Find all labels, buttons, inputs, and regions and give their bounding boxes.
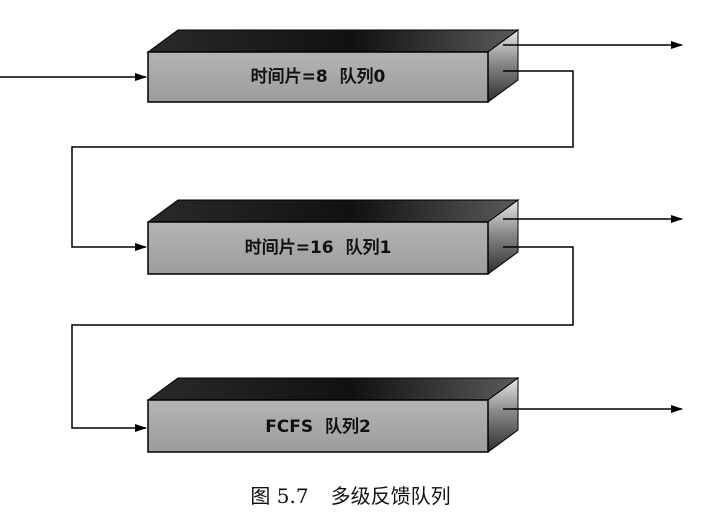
figure-caption: 图 5.7 多级反馈队列 bbox=[0, 480, 701, 509]
figure-title: 多级反馈队列 bbox=[330, 484, 451, 508]
queue-1-box: 时间片=16 队列1 bbox=[146, 199, 520, 275]
queue-2-label: FCFS 队列2 bbox=[265, 416, 371, 437]
figure-number: 图 5.7 bbox=[250, 484, 309, 508]
queue-0-box-front bbox=[147, 51, 489, 103]
queue-2-box-front bbox=[147, 399, 489, 453]
queue-2-box-top bbox=[146, 377, 520, 401]
queue-0-box: 时间片=8 队列0 bbox=[146, 29, 520, 103]
queue-1-box-front bbox=[147, 221, 489, 275]
queue-0-box-top bbox=[146, 29, 520, 53]
feedback-arrow-0-to-1 bbox=[71, 70, 574, 251]
queue-2-box: FCFS 队列2 bbox=[146, 377, 520, 453]
feedback-arrow-1-to-2 bbox=[71, 246, 574, 432]
queue-1-label: 时间片=16 队列1 bbox=[245, 237, 392, 258]
queue-0-label: 时间片=8 队列0 bbox=[251, 66, 386, 87]
queue-1-box-top bbox=[146, 199, 520, 223]
